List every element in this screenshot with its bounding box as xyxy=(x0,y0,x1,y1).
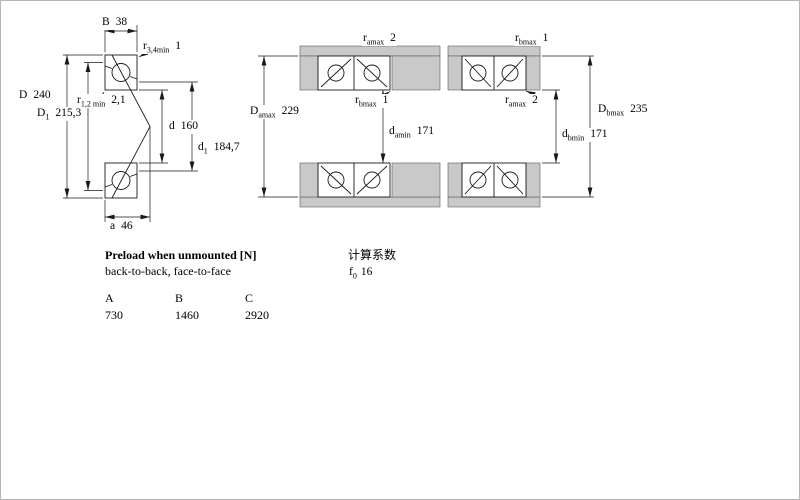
calc-factors-title: 计算系数 xyxy=(348,248,397,262)
bearing-pair-arrangement-2 xyxy=(447,43,594,208)
preload-value-B: 1460 xyxy=(175,308,199,322)
preload-col-B-header: B xyxy=(175,291,184,305)
preload-col-C-header: C xyxy=(245,291,254,305)
single-bearing-cross-section xyxy=(63,25,198,222)
preload-subtitle: back-to-back, face-to-face xyxy=(105,264,231,278)
preload-value-A: 730 xyxy=(105,308,123,322)
bearing-pair-arrangement-1 xyxy=(258,43,441,208)
preload-title: Preload when unmounted [N] xyxy=(105,248,257,262)
preload-col-A-header: A xyxy=(105,291,114,305)
preload-value-C: 2920 xyxy=(245,308,269,322)
